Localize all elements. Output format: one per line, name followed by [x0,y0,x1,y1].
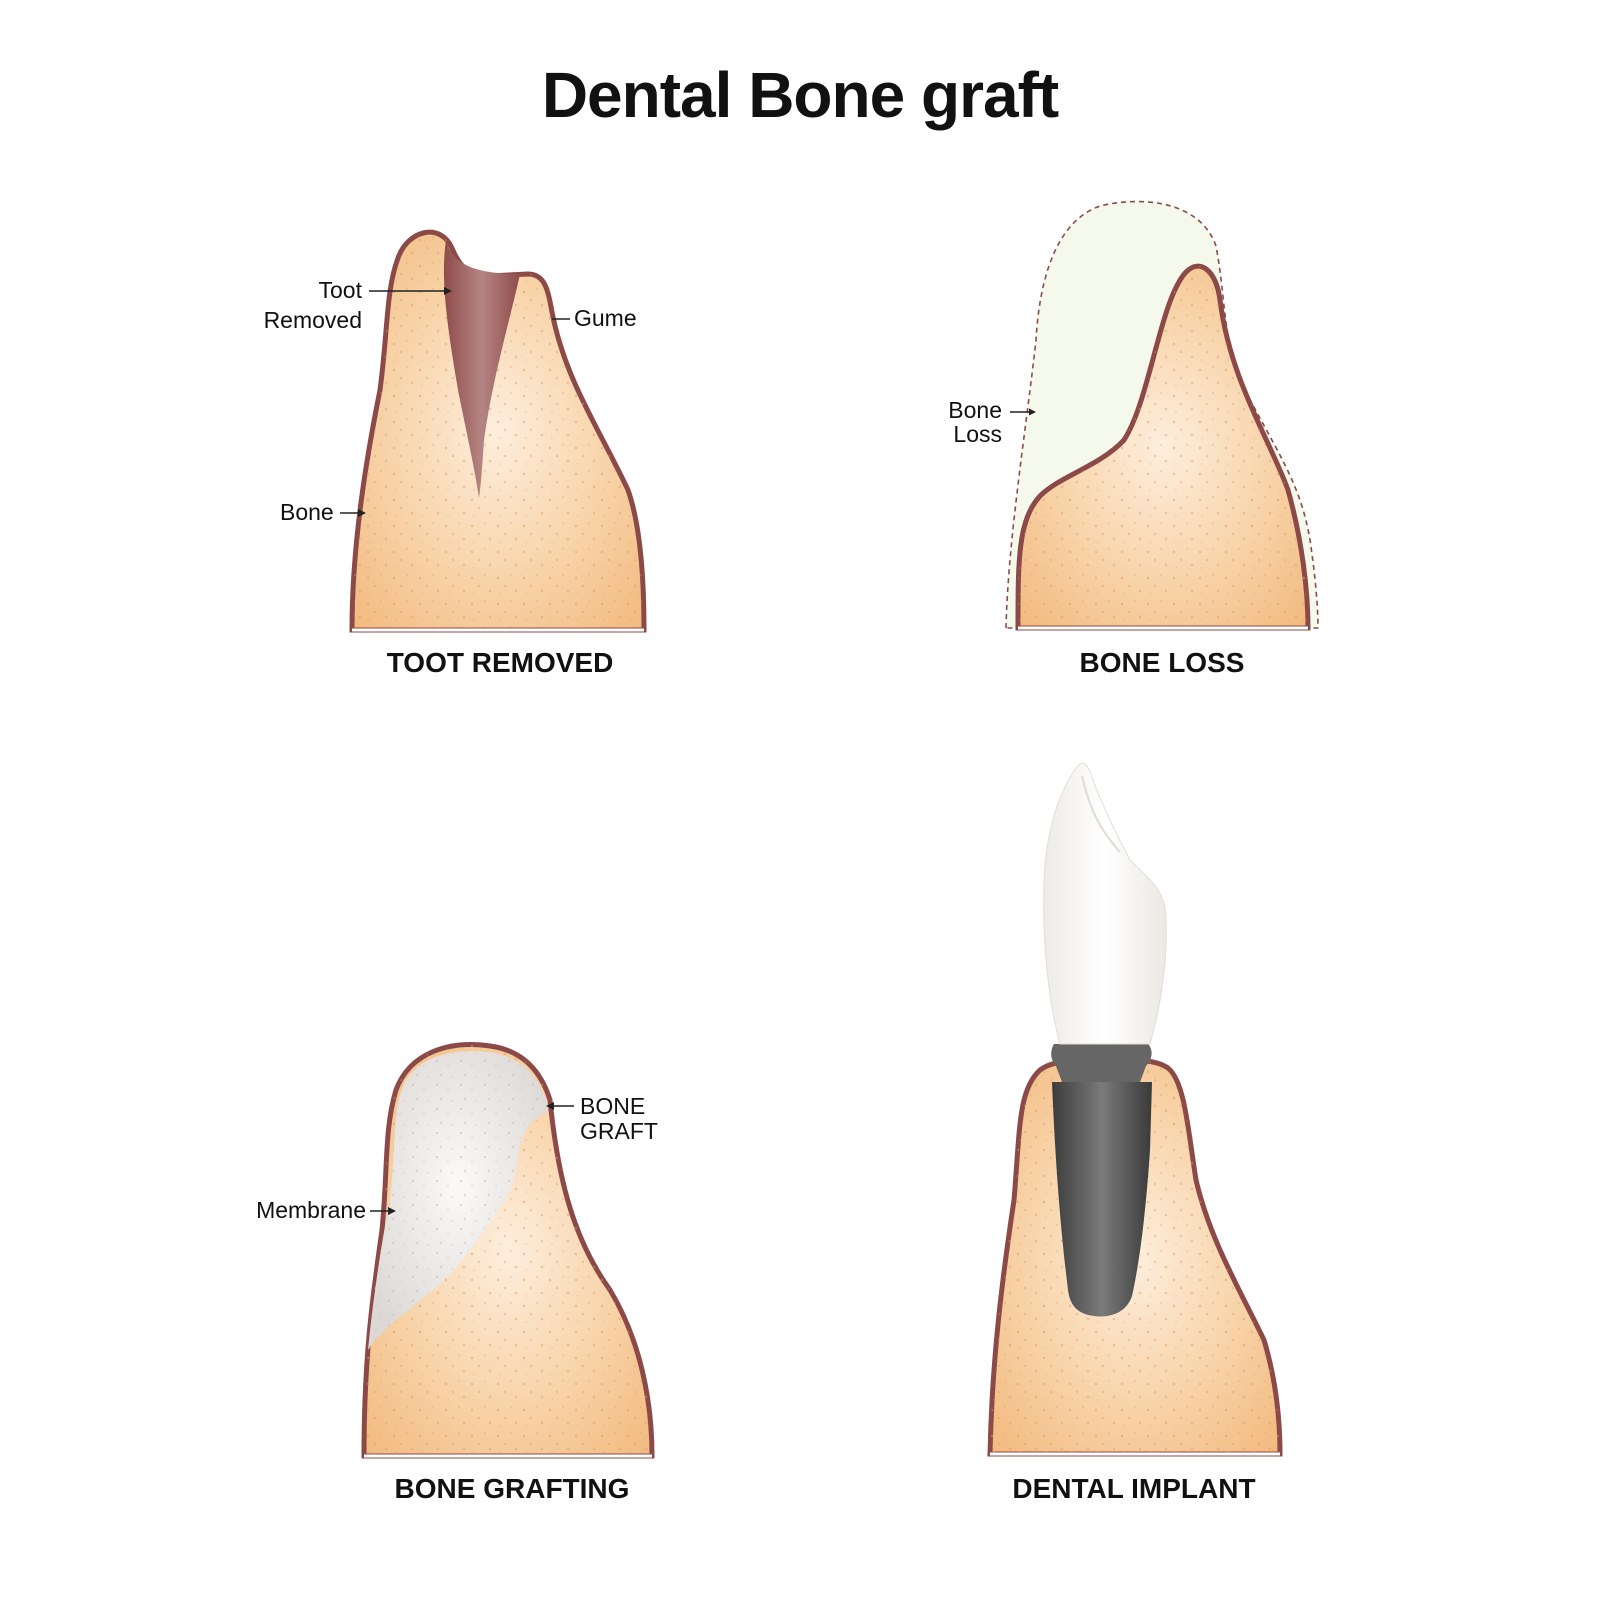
caption-dental-implant: DENTAL IMPLANT [1012,1473,1255,1504]
tooth-socket [443,240,520,498]
panel-dental-implant: DENTAL IMPLANT [987,762,1283,1504]
caption-bone-grafting: BONE GRAFTING [395,1473,630,1504]
label-bone-graft-line1: BONE [580,1093,645,1119]
implant-abutment [1051,1044,1152,1082]
implant-crown [1043,762,1167,1045]
panel-bone-grafting: BONE GRAFT Membrane BONE GRAFTING [256,1042,658,1504]
caption-bone-loss: BONE LOSS [1080,647,1245,678]
caption-tooth-removed: TOOT REMOVED [387,647,614,678]
implant-screw [1052,1082,1152,1317]
label-tooth-removed-line2: Removed [264,307,362,333]
panel-bone-loss: Bone Loss BONE LOSS [948,200,1319,678]
label-membrane: Membrane [256,1197,366,1223]
panel-tooth-removed: Toot Removed Gume Bone TOOT REMOVED [264,229,647,678]
label-bone-graft-line2: GRAFT [580,1118,658,1144]
label-bone-loss-line1: Bone [948,397,1002,423]
label-gum: Gume [574,305,637,331]
page-title: Dental Bone graft [541,59,1059,131]
label-bone: Bone [280,499,334,525]
label-bone-loss-line2: Loss [953,421,1002,447]
label-tooth-removed-line1: Toot [319,277,363,303]
